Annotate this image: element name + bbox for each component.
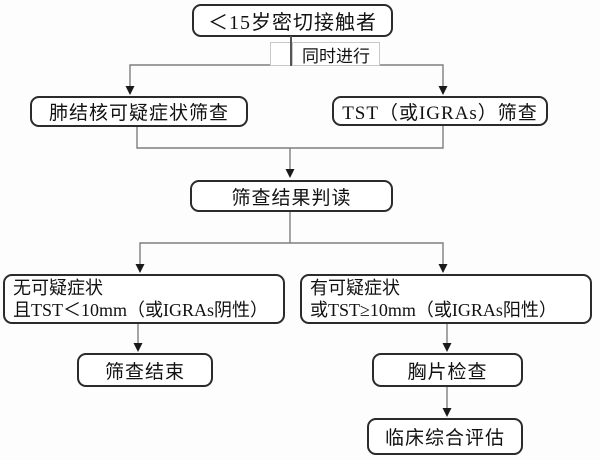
node-chest-xray: 胸片检查	[372, 353, 523, 387]
connector-root-split	[125, 64, 448, 95]
negative-branch-line2: 且TST＜10mm（或IGRAs阴性）	[13, 300, 269, 320]
node-root-contacts: ＜15岁密切接触者	[192, 4, 393, 37]
simultaneous-note-empty-cell	[270, 42, 292, 66]
connector-root-drop	[290, 36, 292, 66]
simultaneous-note-label: 同时进行	[292, 42, 380, 66]
positive-branch-line1: 有可疑症状	[310, 278, 400, 298]
connector-join-to-interpretation	[136, 126, 444, 178]
node-symptom-screening: 肺结核可疑症状筛查	[30, 96, 248, 127]
node-screening-end: 筛查结束	[77, 353, 213, 387]
node-tst-igras-screening: TST（或IGRAs）筛查	[332, 96, 548, 126]
node-negative-branch: 无可疑症状 且TST＜10mm（或IGRAs阴性）	[3, 274, 285, 324]
node-positive-branch: 有可疑症状 或TST≥10mm（或IGRAs阳性）	[300, 274, 592, 324]
connector-negative-to-end	[133, 324, 143, 352]
connector-interpretation-split	[135, 212, 448, 273]
positive-branch-line2: 或TST≥10mm（或IGRAs阳性）	[310, 300, 557, 320]
connector-chest-to-evaluation	[442, 387, 452, 417]
node-clinical-evaluation: 临床综合评估	[367, 418, 523, 455]
node-result-interpretation: 筛查结果判读	[190, 180, 393, 212]
negative-branch-line1: 无可疑症状	[13, 278, 103, 298]
connector-positive-to-chest	[442, 324, 452, 352]
